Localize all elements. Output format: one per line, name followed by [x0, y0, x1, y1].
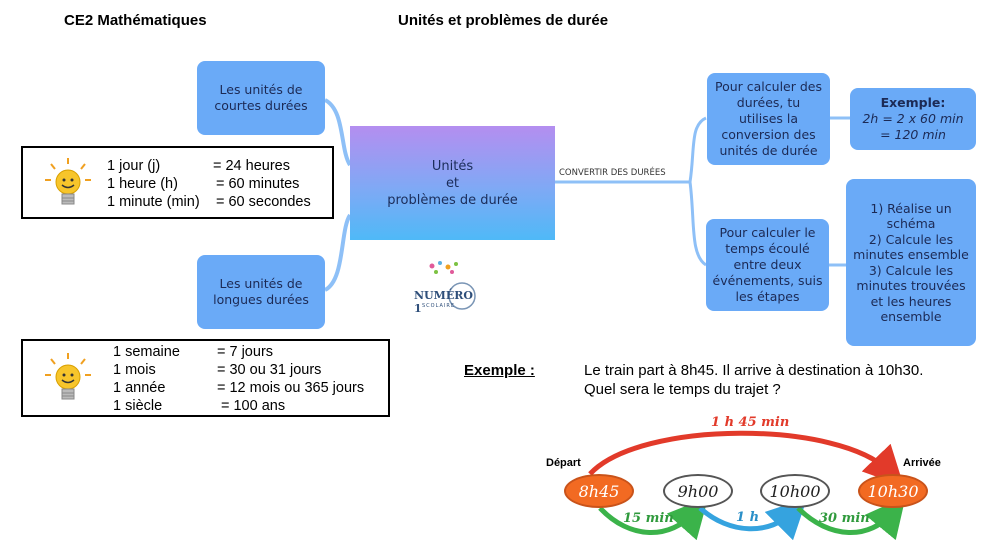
- short-row-3-unit: 1 minute (min): [107, 194, 200, 210]
- depart-label: Départ: [546, 457, 581, 469]
- time-10h00: 10h00: [769, 481, 821, 501]
- short-units-node: Les unités de courtes durées: [197, 61, 325, 135]
- long-row-3-value: = 12 mois ou 365 jours: [217, 380, 365, 396]
- long-row-2-unit: 1 mois: [113, 362, 156, 378]
- conversion-example-box: Exemple: 2h = 2 x 60 min = 120 min: [850, 88, 976, 150]
- calc-durations-node: Pour calculer des durées, tu utilises la…: [707, 73, 830, 165]
- lightbulb-icon: [45, 353, 91, 400]
- central-node-line1: Unités: [431, 158, 474, 174]
- gap-label-3: 30 min: [819, 511, 870, 526]
- long-row-3-unit: 1 année: [113, 380, 166, 396]
- connector-short-units: [323, 98, 352, 167]
- short-row-3-value: = 60 secondes: [216, 194, 311, 210]
- central-node-line3: problèmes de durée: [387, 192, 518, 208]
- logo-text: NUMÉRO 1: [414, 289, 473, 315]
- arrivee-label: Arrivée: [903, 457, 941, 469]
- short-row-2-unit: 1 heure (h): [107, 176, 178, 192]
- conversion-example-line2: = 120 min: [880, 127, 946, 142]
- step-3: 3) Calcule les minutes trouvées et les h…: [856, 262, 966, 325]
- numero1-logo: NUMÉRO 1 SCOLAIRE: [412, 258, 478, 315]
- convert-durations-label: CONVERTIR DES DURÉES: [559, 168, 666, 178]
- lightbulb-icon: [45, 158, 91, 205]
- central-node-line2: et: [445, 175, 460, 191]
- long-row-4-value: = 100 ans: [221, 398, 286, 414]
- logo-graphic: [429, 261, 476, 310]
- connector-calc: [688, 116, 707, 183]
- short-row-1-value: = 24 heures: [213, 158, 290, 174]
- long-row-4-unit: 1 siècle: [113, 398, 163, 414]
- short-units-table: 1 jour (j) = 24 heures 1 heure (h) = 60 …: [21, 146, 334, 219]
- conversion-example-line1: 2h = 2 x 60 min: [862, 111, 964, 126]
- time-9h00: 9h00: [677, 481, 719, 501]
- long-units-node-text: Les unités de longues durées: [213, 276, 309, 307]
- short-units-node-text: Les unités de courtes durées: [214, 82, 308, 113]
- central-node: Unités et problèmes de durée: [350, 126, 555, 240]
- step-2: 2) Calcule les minutes ensemble: [853, 231, 969, 263]
- long-row-1-value: = 7 jours: [217, 344, 274, 360]
- long-row-2-value: = 30 ou 31 jours: [217, 362, 322, 378]
- time-circle-8h45: 8h45: [564, 474, 634, 508]
- step-1: 1) Réalise un schéma: [870, 200, 952, 232]
- gap-arc-2: [698, 497, 808, 541]
- connector-elapsed: [688, 181, 707, 267]
- gap-arc-3: [796, 496, 906, 541]
- time-circle-9h00: 9h00: [663, 474, 733, 508]
- logo-subtext: SCOLAIRE: [422, 303, 456, 309]
- problem-line-1: Le train part à 8h45. Il arrive à destin…: [584, 362, 924, 379]
- problem-line-2: Quel sera le temps du trajet ?: [584, 381, 781, 398]
- short-row-1-unit: 1 jour (j): [107, 158, 161, 174]
- total-duration-arc: [588, 430, 904, 487]
- long-units-table: 1 semaine = 7 jours 1 mois = 30 ou 31 jo…: [21, 339, 390, 417]
- calc-durations-node-text: Pour calculer des durées, tu utilises la…: [715, 79, 822, 158]
- time-10h30: 10h30: [867, 481, 919, 501]
- time-circle-10h00: 10h00: [760, 474, 830, 508]
- elapsed-time-node: Pour calculer le temps écoulé entre deux…: [706, 219, 829, 311]
- problem-label: Exemple :: [464, 362, 535, 379]
- page-title: Unités et problèmes de durée: [398, 12, 609, 29]
- gap-label-2: 1 h: [736, 510, 760, 525]
- short-row-2-value: = 60 minutes: [216, 176, 300, 192]
- subject-title: CE2 Mathématiques: [64, 12, 207, 29]
- gap-label-1: 15 min: [623, 511, 674, 526]
- time-8h45: 8h45: [578, 481, 620, 501]
- elapsed-time-node-text: Pour calculer le temps écoulé entre deux…: [712, 225, 823, 304]
- gap-arc-1: [598, 497, 709, 541]
- long-row-1-unit: 1 semaine: [113, 344, 180, 360]
- time-circle-10h30: 10h30: [858, 474, 928, 508]
- connector-long-units: [323, 213, 352, 292]
- long-units-node: Les unités de longues durées: [197, 255, 325, 329]
- total-duration-label: 1 h 45 min: [711, 415, 790, 430]
- steps-box: 1) Réalise un schéma 2) Calcule les minu…: [846, 179, 976, 346]
- conversion-example-title: Exemple:: [880, 95, 946, 110]
